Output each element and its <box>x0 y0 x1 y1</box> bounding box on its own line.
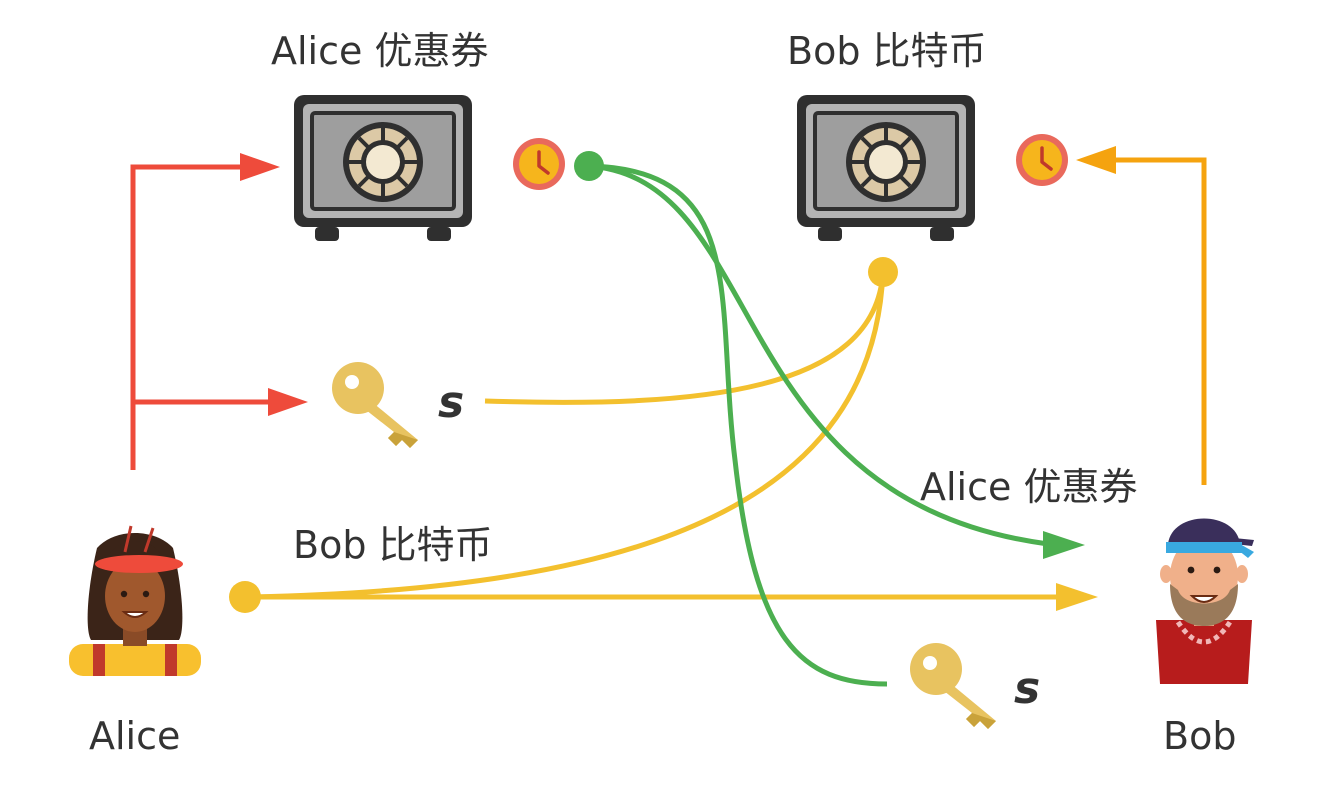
alice-start-dot <box>229 581 261 613</box>
bob-name-label: Bob <box>1163 714 1237 758</box>
bob-flow-arrow <box>1110 157 1207 485</box>
alice-vault-safe-icon <box>292 93 474 243</box>
bob-vault-lock-dot <box>868 257 898 287</box>
coupon-flow-lines <box>588 163 1049 687</box>
alice-vault-clock-icon <box>511 136 567 192</box>
bob-vault-safe-icon <box>795 93 977 243</box>
alice-secret-key-icon <box>332 362 418 448</box>
alice-vault-lock-dot <box>574 151 604 181</box>
bob-secret-key-icon <box>910 643 996 729</box>
arrow-head-to-alice-vault <box>240 153 280 181</box>
bob-avatar-icon <box>1156 518 1254 684</box>
alice-vault-title: Alice 优惠券 <box>271 29 489 73</box>
alice-avatar-icon <box>69 525 201 676</box>
coupon-to-bob-label: Alice 优惠券 <box>920 465 1138 509</box>
arrow-head-bitcoin-to-bob <box>1056 583 1098 611</box>
arrow-head-coupon-to-bob <box>1043 531 1085 559</box>
alice-name-label: Alice <box>89 714 181 758</box>
bob-secret-label: s <box>1014 663 1041 714</box>
secret-flow-lines <box>244 271 1060 600</box>
bob-vault-title: Bob 比特币 <box>787 29 987 73</box>
arrow-head-to-alice-key <box>268 388 308 416</box>
alice-flow-arrows <box>130 164 275 470</box>
bitcoin-from-alice-label: Bob 比特币 <box>293 523 493 567</box>
arrow-head-to-bob-timelock <box>1076 146 1116 174</box>
bob-vault-clock-icon <box>1014 132 1070 188</box>
alice-secret-label: s <box>438 377 465 428</box>
